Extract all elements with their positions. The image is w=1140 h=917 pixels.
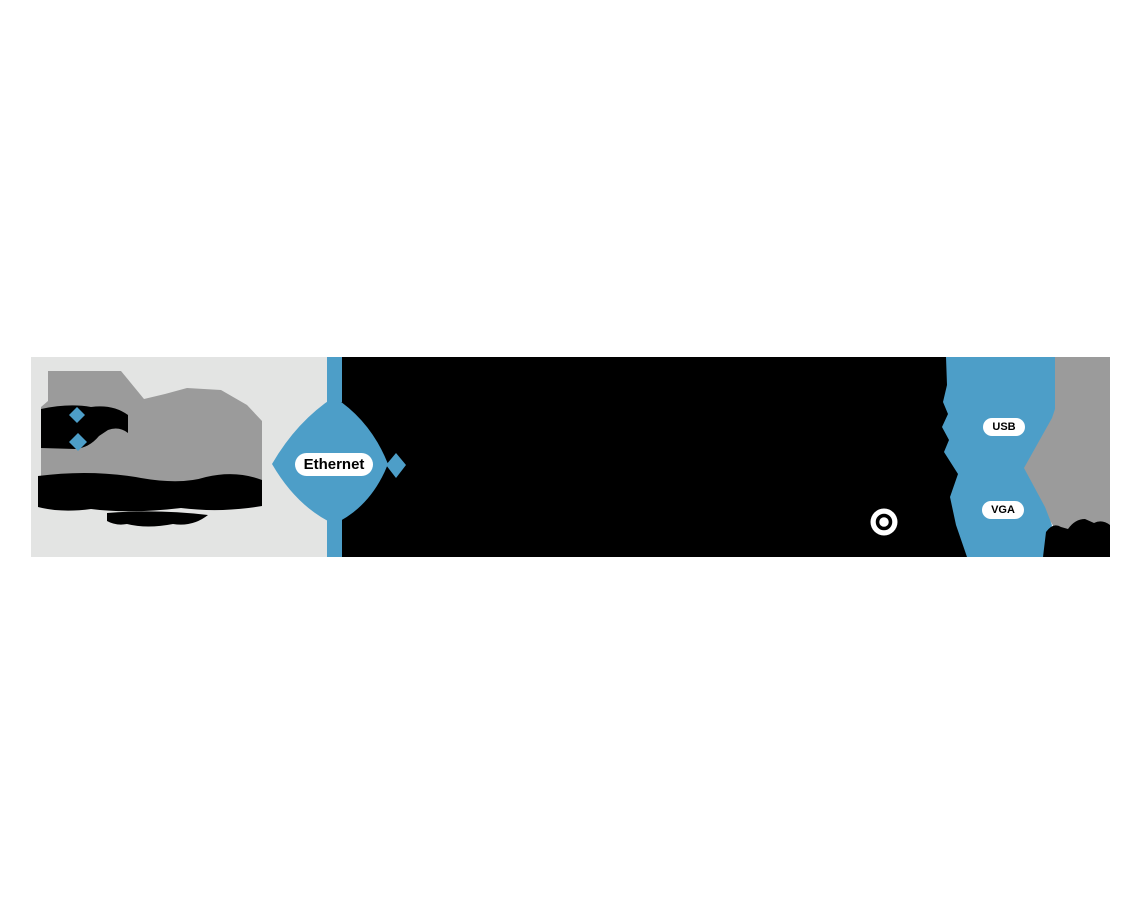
right-device-wedge [1019,402,1055,529]
center-photo-silhouette [338,357,973,557]
caption-text-silhouette-line1 [38,472,262,512]
caption-text-silhouette-line2 [107,511,208,527]
link-diamond-top [69,407,85,423]
product-application-diagram: Ethernet USB VGA [31,357,1110,557]
round-port-marker-ring [875,513,893,531]
vga-label-pill: VGA [982,501,1024,519]
ethernet-label-pill: Ethernet [295,453,373,476]
room-scene-silhouette-gray [41,371,262,487]
usb-label-pill: USB [983,418,1025,436]
left-device-silhouette-black [41,405,128,449]
link-diamond-bottom [69,433,87,451]
right-bottom-silhouette-black [1043,519,1110,557]
link-diamond-center [386,453,406,478]
cable-ribbon-blue [942,357,1055,557]
